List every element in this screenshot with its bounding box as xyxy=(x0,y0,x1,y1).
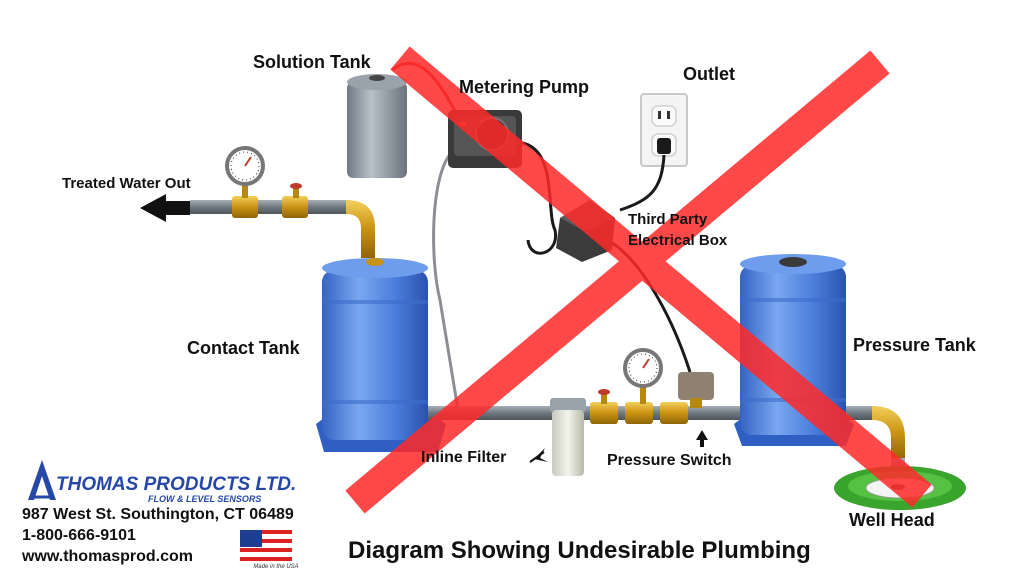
label-treated-water-out: Treated Water Out xyxy=(62,175,191,192)
diagram-caption: Diagram Showing Undesirable Plumbing xyxy=(348,537,811,564)
label-inline-filter: Inline Filter xyxy=(421,449,507,466)
inline-filter xyxy=(550,398,586,476)
us-flag-icon: Made in the USA xyxy=(240,530,299,570)
label-metering-pump: Metering Pump xyxy=(459,77,590,97)
outlet-pipe-assembly xyxy=(190,146,375,258)
undesirable-cross-icon xyxy=(345,46,932,514)
flag-caption: Made in the USA xyxy=(253,564,298,570)
label-well-head: Well Head xyxy=(849,510,935,530)
label-electrical-box: Electrical Box xyxy=(628,232,728,249)
label-contact-tank: Contact Tank xyxy=(187,338,300,358)
company-website: www.thomasprod.com xyxy=(22,548,193,565)
pressure-switch xyxy=(678,372,714,408)
label-third-party: Third Party xyxy=(628,211,708,228)
company-phone: 1-800-666-9101 xyxy=(22,527,136,544)
label-solution-tank: Solution Tank xyxy=(253,52,371,72)
company-address: 987 West St. Southington, CT 06489 xyxy=(22,506,294,523)
label-pressure-tank: Pressure Tank xyxy=(853,335,976,355)
pointer-arrow-icon xyxy=(529,448,548,463)
logo-tagline: FLOW & LEVEL SENSORS xyxy=(148,494,261,504)
outlet xyxy=(640,93,688,167)
label-pressure-switch: Pressure Switch xyxy=(607,452,732,469)
label-outlet: Outlet xyxy=(683,64,735,84)
logo-name: THOMAS PRODUCTS LTD. xyxy=(56,474,296,495)
solution-tank xyxy=(347,74,407,178)
flow-arrow-icon xyxy=(140,194,190,222)
pointer-arrow-up-icon xyxy=(696,430,708,447)
company-logo: THOMAS PRODUCTS LTD. FLOW & LEVEL SENSOR… xyxy=(28,460,296,504)
main-pipe-assembly xyxy=(428,348,905,492)
